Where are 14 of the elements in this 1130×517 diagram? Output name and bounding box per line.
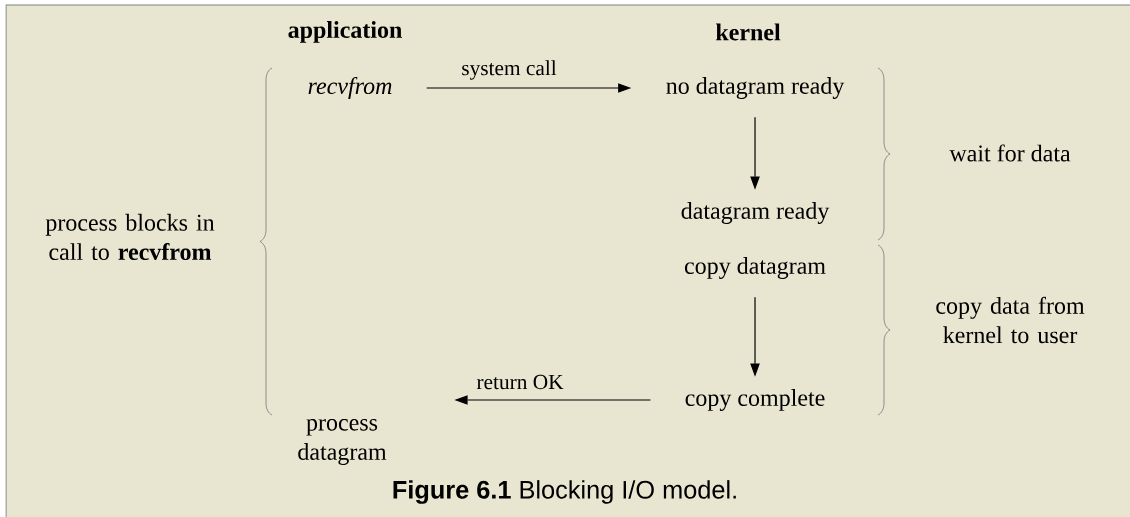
figure-caption: Figure 6.1 Blocking I/O model. <box>393 480 736 504</box>
edge-label: system call <box>462 60 557 80</box>
text-label: kernel <box>715 23 781 41</box>
text-label: wait for data <box>949 144 1071 162</box>
step-text: copy datagram <box>684 257 826 279</box>
text-label: copy data from kernel to user <box>936 296 1085 344</box>
step-text: recvfrom <box>308 77 392 99</box>
text-label: application <box>288 21 402 43</box>
text-label: process blocks in call to recvfrom <box>45 213 215 261</box>
edge-label: return OK <box>476 374 564 390</box>
step-text: datagram ready <box>681 202 830 224</box>
step-text: process datagram <box>298 419 387 465</box>
step-text: copy complete <box>685 389 825 411</box>
step-text: no datagram ready <box>666 77 845 99</box>
